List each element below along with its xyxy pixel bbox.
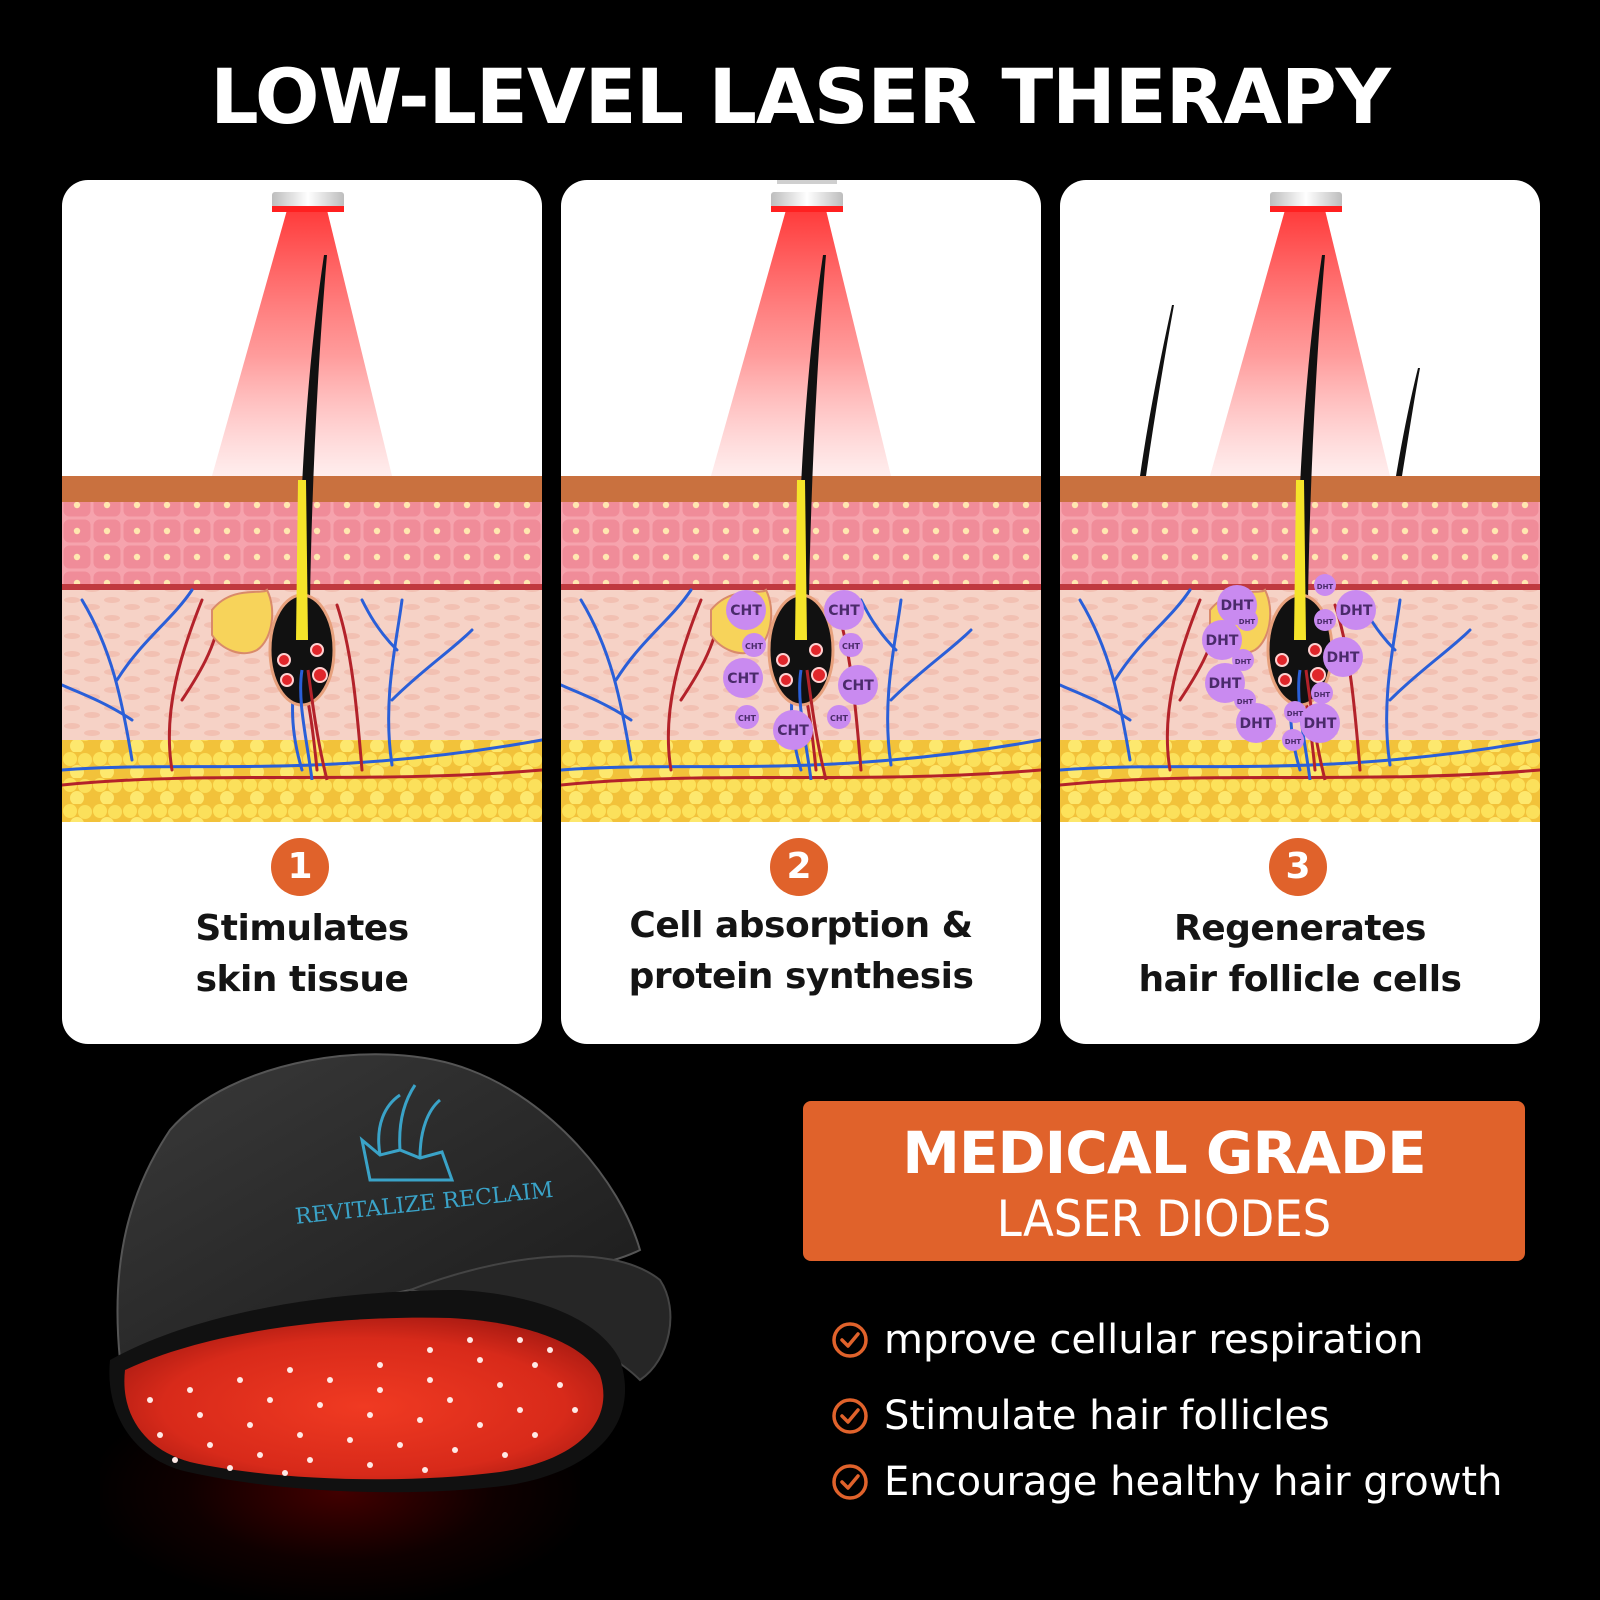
svg-text:DHT: DHT — [1206, 633, 1239, 649]
step-panel-2: CHT CHT CHT CHT CHT CHT CHT CHT CHT — [561, 180, 1041, 1044]
step-number-badge-2: 2 — [770, 838, 828, 896]
svg-text:DHT: DHT — [1237, 698, 1254, 706]
skin-illustration-1 — [62, 192, 542, 822]
svg-text:CHT: CHT — [745, 642, 764, 651]
benefit-item-3: Encourage healthy hair growth — [830, 1447, 1550, 1517]
laser-emitter-icon — [771, 192, 843, 208]
svg-text:DHT: DHT — [1235, 658, 1252, 666]
svg-text:DHT: DHT — [1240, 716, 1273, 732]
step-panel-1 — [62, 180, 542, 1044]
promo-headline: MEDICAL GRADE — [902, 1119, 1427, 1187]
step-number-badge-3: 3 — [1269, 838, 1327, 896]
medical-grade-banner: MEDICAL GRADE LASER DIODES — [803, 1101, 1525, 1261]
step-caption-1-line1: Stimulates — [195, 908, 409, 949]
benefit-text-1: mprove cellular respiration — [884, 1317, 1424, 1363]
svg-text:CHT: CHT — [727, 671, 759, 687]
step-caption-3-line1: Regenerates — [1174, 908, 1426, 949]
led-diode-dots — [147, 1337, 578, 1476]
brand-logo-icon — [359, 1084, 455, 1182]
laser-beam-icon — [212, 210, 392, 476]
laser-emitter-icon — [272, 192, 344, 208]
step-panel-3: DHT DHT DHT DHT DHT DHT DHT DHT DHT DHT … — [1060, 180, 1540, 1044]
benefit-text-2: Stimulate hair follicles — [884, 1393, 1330, 1439]
svg-text:CHT: CHT — [828, 603, 860, 619]
svg-text:CHT: CHT — [842, 642, 861, 651]
svg-text:DHT: DHT — [1314, 691, 1331, 699]
step-caption-3: Regenerates hair follicle cells — [1060, 903, 1540, 1005]
benefits-list: mprove cellular respiration Stimulate ha… — [830, 1305, 1550, 1517]
benefit-text-3: Encourage healthy hair growth — [884, 1459, 1503, 1505]
svg-text:CHT: CHT — [738, 714, 757, 723]
svg-text:DHT: DHT — [1209, 676, 1242, 692]
cht-molecules: CHT CHT CHT CHT CHT CHT CHT CHT CHT — [723, 590, 878, 750]
step-number-badge-1: 1 — [271, 838, 329, 896]
svg-text:CHT: CHT — [730, 603, 762, 619]
svg-text:DHT: DHT — [1239, 618, 1256, 626]
check-circle-icon — [832, 1322, 868, 1358]
svg-text:CHT: CHT — [830, 714, 849, 723]
promo-subheadline: LASER DIODES — [996, 1190, 1332, 1248]
laser-beam-icon — [1210, 210, 1390, 476]
skin-illustration-3: DHT DHT DHT DHT DHT DHT DHT DHT DHT DHT … — [1060, 192, 1540, 822]
new-hair-right — [1396, 368, 1420, 476]
skin-illustration-2: CHT CHT CHT CHT CHT CHT CHT CHT CHT — [561, 180, 1041, 822]
step-caption-2-line1: Cell absorption & — [629, 905, 973, 946]
svg-text:DHT: DHT — [1304, 716, 1337, 732]
step-caption-3-line2: hair follicle cells — [1138, 959, 1462, 1000]
step-caption-1: Stimulates skin tissue — [62, 903, 542, 1005]
laser-beam-icon — [711, 210, 891, 476]
new-hair-left — [1140, 305, 1174, 476]
laser-cap-product-image: REVITALIZE RECLAIM — [109, 1053, 672, 1493]
benefit-item-1: mprove cellular respiration — [830, 1305, 1550, 1375]
check-circle-icon — [832, 1398, 868, 1434]
cap-led-interior — [124, 1317, 604, 1480]
dht-molecules: DHT DHT DHT DHT DHT DHT DHT DHT DHT DHT … — [1202, 574, 1376, 751]
svg-text:DHT: DHT — [1317, 583, 1334, 591]
page-title: LOW-LEVEL LASER THERAPY — [210, 52, 1391, 141]
svg-text:DHT: DHT — [1340, 603, 1373, 619]
check-circle-icon — [832, 1464, 868, 1500]
step-caption-2-line2: protein synthesis — [628, 956, 974, 997]
step-caption-1-line2: skin tissue — [195, 959, 409, 1000]
laser-emitter-icon — [1270, 192, 1342, 208]
svg-text:CHT: CHT — [842, 678, 874, 694]
svg-text:CHT: CHT — [777, 723, 809, 739]
svg-text:DHT: DHT — [1327, 650, 1360, 666]
svg-text:DHT: DHT — [1317, 618, 1334, 626]
svg-text:DHT: DHT — [1285, 738, 1302, 746]
benefit-item-2: Stimulate hair follicles — [830, 1381, 1550, 1451]
svg-text:DHT: DHT — [1287, 710, 1304, 718]
step-caption-2: Cell absorption & protein synthesis — [561, 900, 1041, 1002]
